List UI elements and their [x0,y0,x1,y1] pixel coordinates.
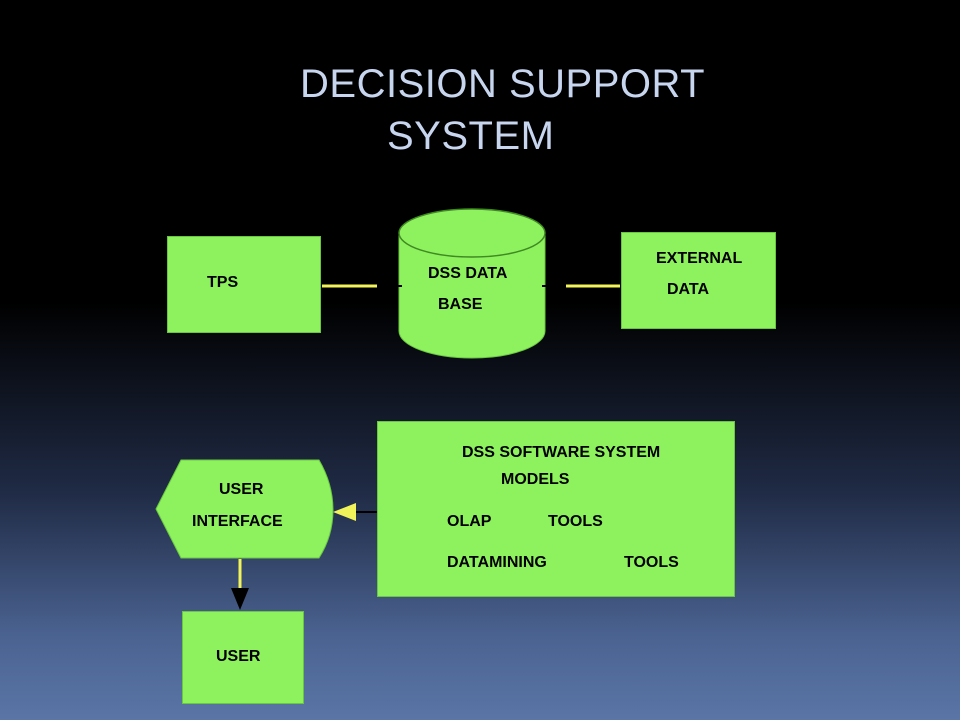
software-datamining-tools: TOOLS [624,554,679,571]
external-data-box [621,232,776,329]
arrowhead-to-user [231,588,249,610]
page-title-line2: SYSTEM [387,114,555,158]
page-title-line1: DECISION SUPPORT [300,62,706,106]
user-box [182,611,304,704]
dss-database-label-line2: BASE [438,296,483,313]
tps-box [167,236,321,333]
arrowhead-to-interface [333,503,356,521]
dss-software-box [377,421,735,597]
external-data-label-line2: DATA [667,281,710,298]
software-datamining: DATAMINING [447,554,547,571]
user-interface-label-line1: USER [219,481,264,498]
tps-label: TPS [207,274,239,291]
dss-database-label-line1: DSS DATA [428,265,508,282]
user-interface-label-line2: INTERFACE [192,513,283,530]
user-interface-shape [155,459,334,559]
software-title: DSS SOFTWARE SYSTEM [462,444,661,461]
software-olap: OLAP [447,513,492,530]
dss-database-cylinder [398,208,546,359]
software-models: MODELS [501,471,570,488]
user-label: USER [216,648,261,665]
external-data-label-line1: EXTERNAL [656,250,743,267]
software-olap-tools: TOOLS [548,513,603,530]
